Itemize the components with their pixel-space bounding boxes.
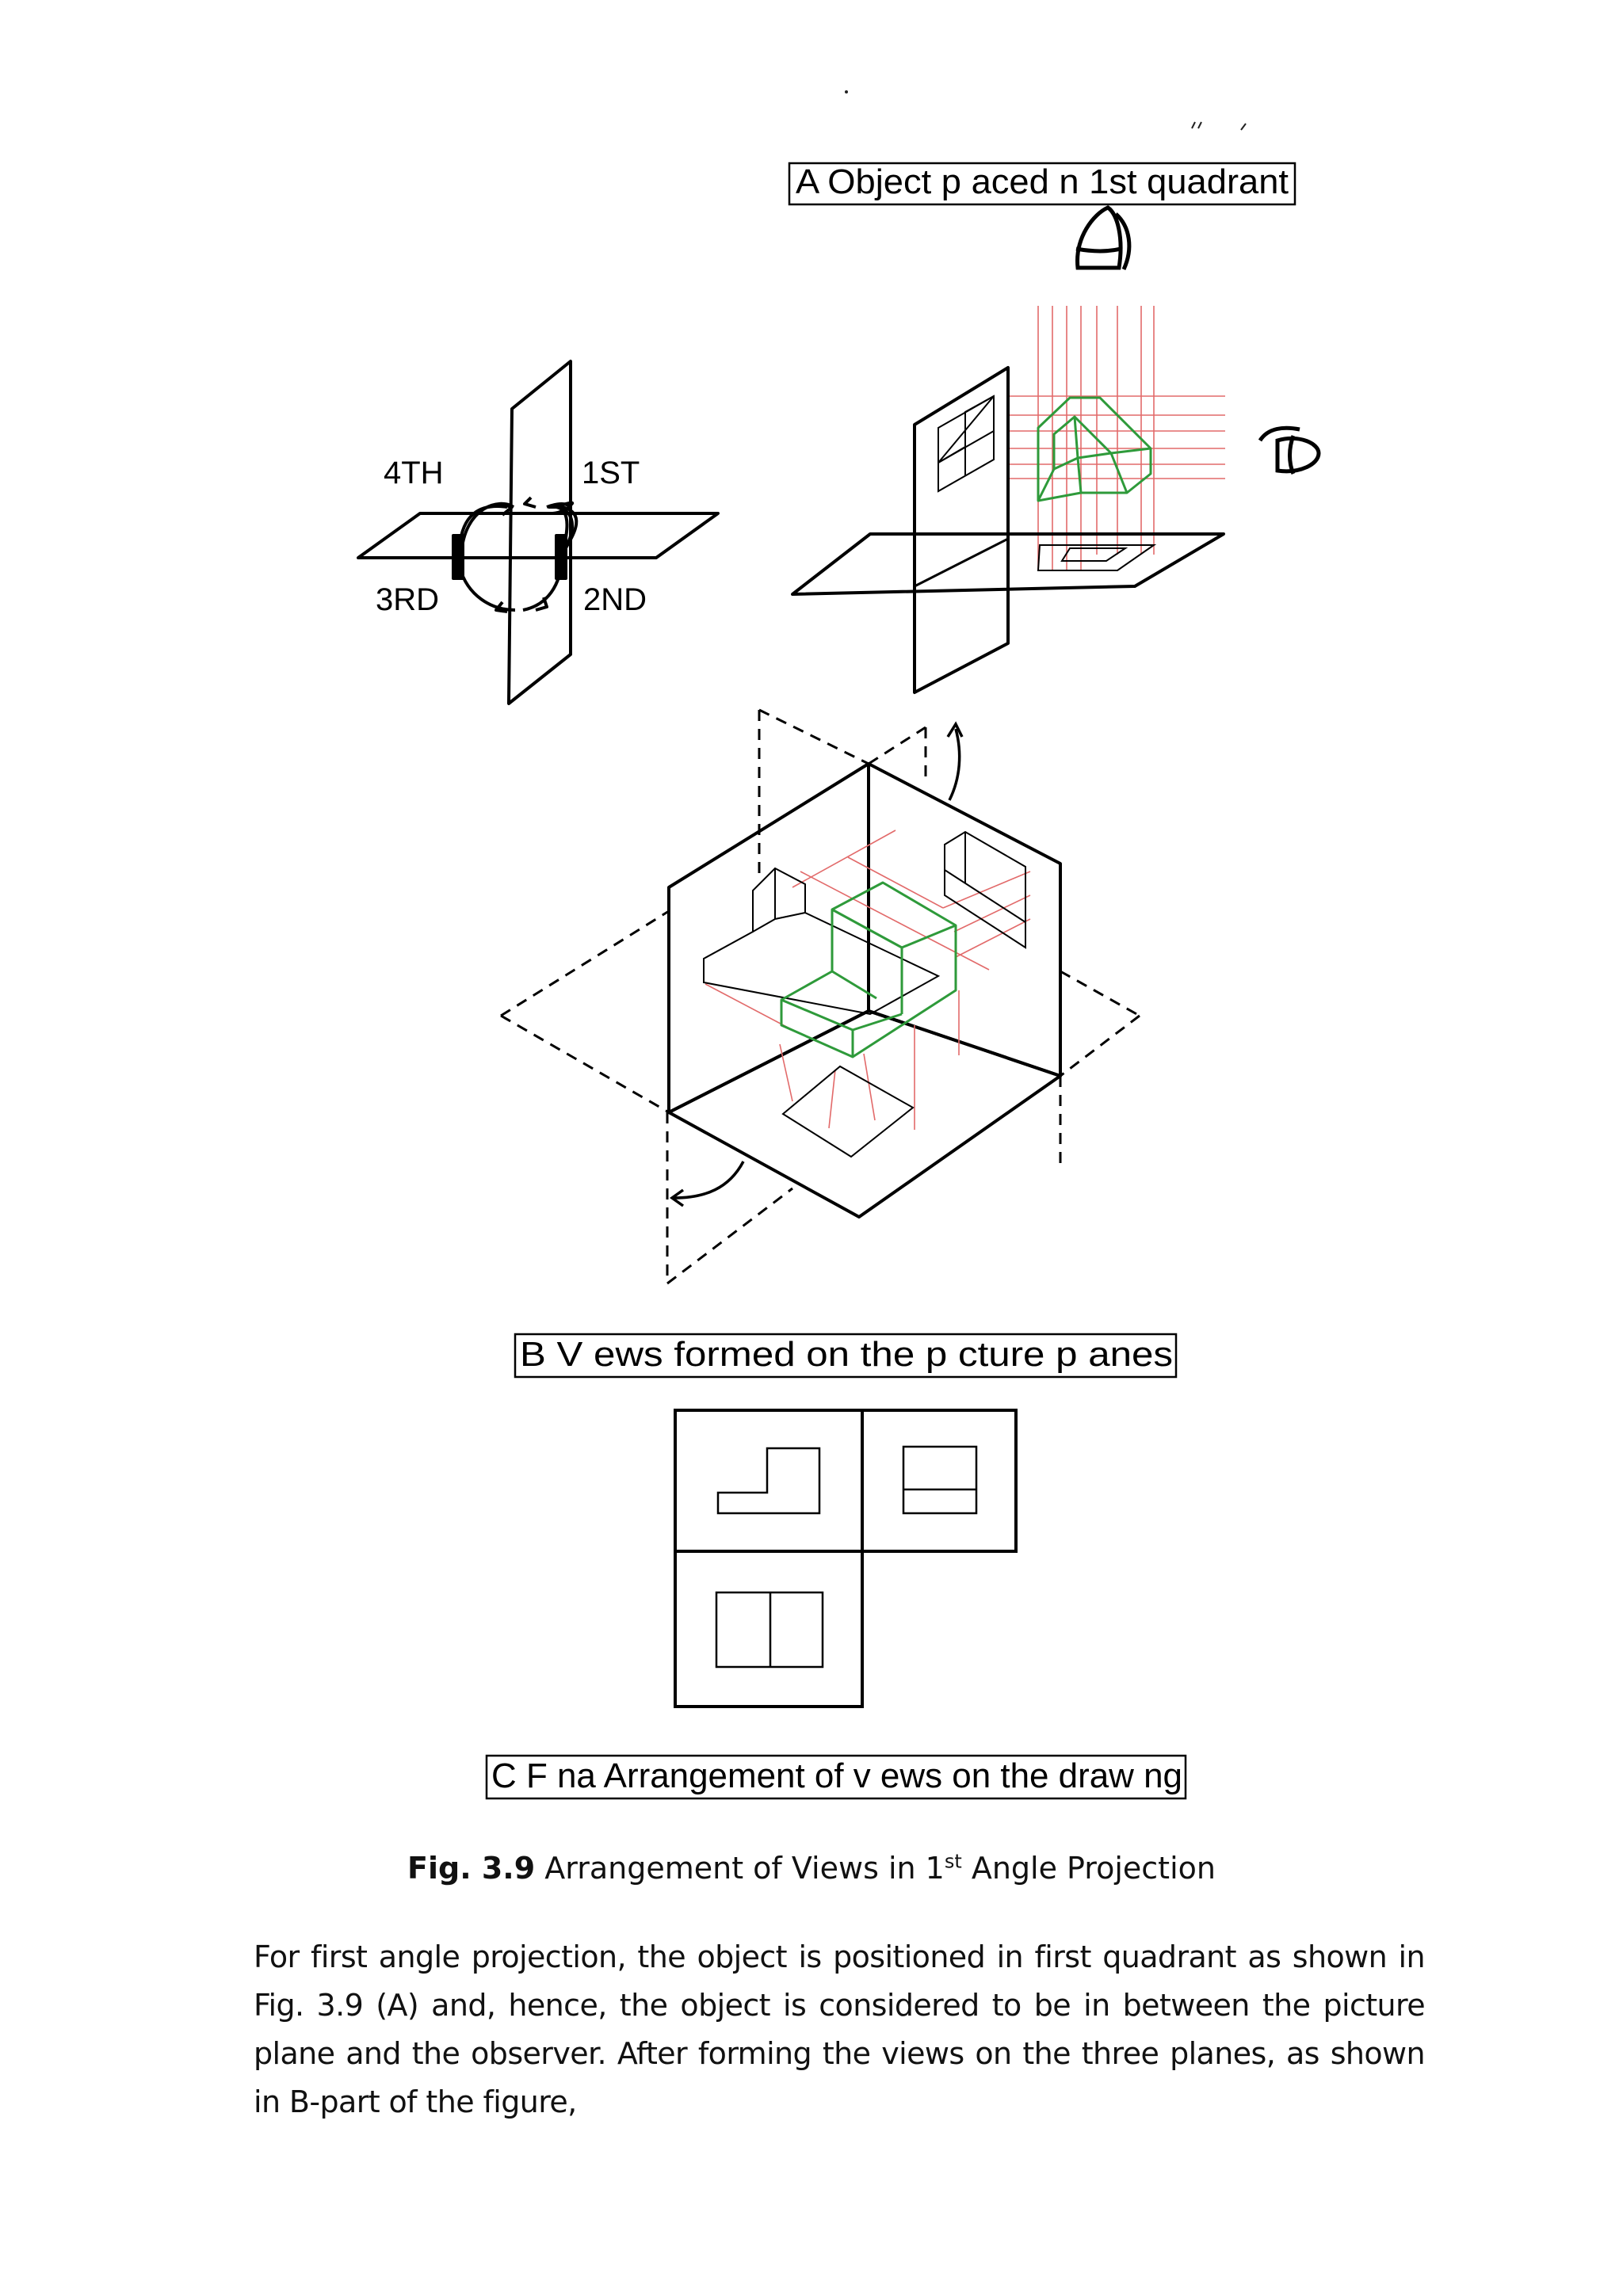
part-c-label-box: C F na Arrangement of v ews on the draw … [485,1754,1187,1800]
views-on-planes-b [703,830,1026,1158]
part-a-label-box: A Object p aced n 1st quadrant [788,162,1296,206]
eye-icon-top [1075,205,1132,271]
front-view-on-vp [938,395,995,493]
part-a-label: A Object p aced n 1st quadrant [796,162,1289,201]
top-view-on-hp [1037,544,1157,571]
label-4th: 4TH [384,456,444,490]
vertical-plane [507,360,572,705]
horizontal-plane [357,512,720,559]
dashed-planes-b [500,708,1140,1285]
final-views [715,1445,978,1669]
part-b-label-box: B V ews formed on the p cture p anes [514,1333,1178,1379]
figure-caption: Fig. 3.9 Arrangement of Views in 1st Ang… [0,1851,1623,1886]
label-1st: 1ST [582,456,640,490]
front-view-frame [674,1409,864,1553]
object-a [1037,396,1152,502]
eye-icon-front [1258,425,1321,475]
planes-a [791,366,1225,694]
vertical-plane-a [913,366,1010,694]
scan-specks [845,90,1247,131]
object-b [780,881,957,1058]
quadrant-labels: 4TH 1ST 3RD 2ND [376,456,647,617]
part-c-label: C F na Arrangement of v ews on the draw … [491,1756,1182,1795]
caption-text-after: Angle Projection [961,1851,1216,1886]
quadrant-arrows [458,502,572,547]
body-paragraph: For first angle projection, the object i… [254,1939,1426,2119]
part-b-label: B V ews formed on the p cture p anes [520,1335,1173,1374]
projector-lines-a [1008,306,1225,570]
front-view [716,1447,821,1515]
horizontal-plane-b [667,1009,1062,1219]
caption-text-before: Arrangement of Views in 1 [544,1851,945,1886]
side-view [902,1445,978,1515]
projector-lines-b [705,830,1031,1130]
final-arrangement [674,1409,1018,1708]
quadrant-diagram [357,360,720,705]
caption-superscript: st [944,1850,962,1873]
curved-arrow-icon [669,721,964,1207]
label-3rd: 3RD [376,582,439,617]
top-view-frame [674,1550,864,1708]
side-view-frame [861,1409,1018,1553]
label-2nd: 2ND [583,582,647,617]
figure-number: Fig. 3.9 [407,1851,536,1886]
horizontal-plane-a [791,532,1225,596]
